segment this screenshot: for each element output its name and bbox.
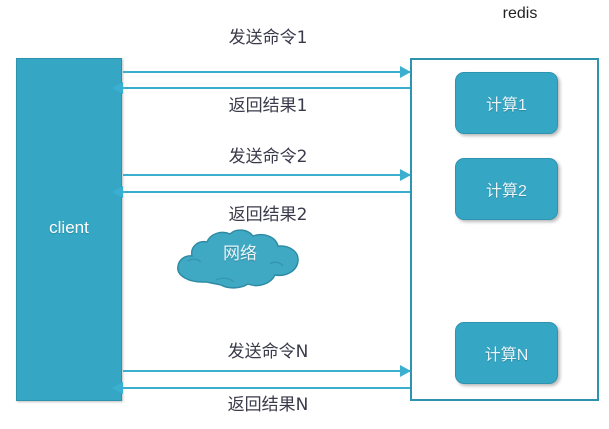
- response-arrow-line-n: [123, 387, 410, 389]
- label-send-command-2: 发送命令2: [228, 147, 308, 167]
- redis-title: redis: [502, 5, 538, 22]
- network-cloud-icon: [172, 228, 308, 290]
- request-arrow-head-n: [400, 365, 411, 377]
- network-cloud-label: 网络: [223, 244, 257, 263]
- compute-box-2: 计算2: [455, 158, 558, 220]
- response-arrow-head-n: [112, 382, 123, 394]
- response-arrow-head-1: [112, 82, 123, 94]
- response-arrow-line-1: [123, 87, 410, 89]
- request-arrow-line-1: [123, 71, 410, 73]
- response-arrow-head-2: [112, 186, 123, 198]
- response-arrow-line-2: [123, 191, 410, 193]
- request-arrow-head-1: [400, 66, 411, 78]
- compute-box-1: 计算1: [455, 72, 558, 134]
- client-box: [16, 58, 122, 401]
- label-return-result-1: 返回结果1: [228, 96, 308, 116]
- label-return-result-n: 返回结果N: [227, 395, 309, 415]
- label-send-command-n: 发送命令N: [227, 342, 309, 362]
- request-arrow-head-2: [400, 169, 411, 181]
- compute-box-n: 计算N: [455, 322, 558, 384]
- label-send-command-1: 发送命令1: [228, 28, 308, 48]
- request-arrow-line-n: [123, 370, 410, 372]
- request-arrow-line-2: [123, 174, 410, 176]
- client-label: client: [49, 218, 89, 237]
- label-return-result-2: 返回结果2: [228, 205, 308, 225]
